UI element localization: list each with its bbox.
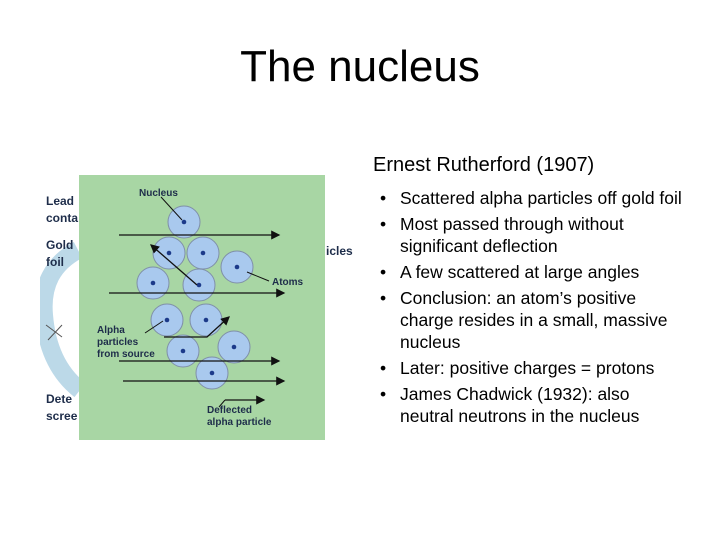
bullet-item: • Most passed through without significan… [373, 213, 683, 257]
bullet-item: • A few scattered at large angles [373, 261, 683, 283]
leader-line-nucleus [160, 196, 183, 221]
nucleus-dot [150, 280, 156, 286]
label-nucleus: Nucleus [139, 188, 178, 199]
bullet-text: Scattered alpha particles off gold foil [400, 188, 682, 208]
bullet-symbol: • [380, 384, 387, 404]
label-detection: Dete [46, 392, 72, 406]
nucleus-dot [180, 348, 186, 354]
bullet-list: • Scattered alpha particles off gold foi… [373, 183, 683, 427]
bullet-symbol: • [380, 262, 387, 282]
bullet-item: • Later: positive charges = protons [373, 357, 683, 379]
alpha-path [164, 316, 230, 338]
nucleus-dot [200, 250, 206, 256]
bullet-symbol: • [380, 214, 387, 234]
label-alpha-2: particles [97, 337, 139, 348]
label-alpha-3: from source [97, 349, 155, 360]
bullet-item: • Scattered alpha particles off gold foi… [373, 187, 683, 209]
label-atoms: Atoms [272, 277, 304, 288]
nucleus-dot [181, 219, 187, 225]
nucleus-dot [203, 317, 209, 323]
label-alpha-1: Alpha [97, 325, 125, 336]
label-gold: Gold [46, 238, 73, 252]
subtitle: Ernest Rutherford (1907) [373, 154, 595, 176]
detector-screen-ring [40, 242, 86, 398]
label-particles: icles [326, 244, 353, 258]
alpha-scattering-diagram: Nucleus Atoms Alpha particles from sourc… [79, 175, 325, 440]
nucleus-dot [164, 317, 170, 323]
alpha-path [150, 244, 198, 286]
slide-title: The nucleus [240, 42, 480, 91]
bullet-symbol: • [380, 188, 387, 208]
label-lead: Lead [46, 194, 74, 208]
leader-line-deflected [218, 399, 226, 408]
label-foil: foil [46, 255, 64, 269]
nucleus-dot [234, 264, 240, 270]
bullet-text: James Chadwick (1932): also neutral neut… [400, 384, 640, 426]
nucleus-dot [231, 344, 237, 350]
bullet-symbol: • [380, 358, 387, 378]
bullet-symbol: • [380, 288, 387, 308]
apparatus-diagram-background: Lead conta Gold foil Dete scree icles [40, 175, 360, 445]
leader-line-atoms [246, 271, 270, 282]
screen-hatch [47, 324, 63, 341]
bullet-item: • Conclusion: an atom’s positive charge … [373, 287, 683, 353]
nucleus-dot [196, 282, 202, 288]
label-deflected-1: Deflected [207, 405, 252, 416]
label-screen: scree [46, 409, 78, 423]
label-deflected-2: alpha particle [207, 417, 272, 428]
label-container: conta [46, 211, 78, 225]
leader-line-alpha [144, 320, 164, 334]
bullet-text: Most passed through without significant … [400, 214, 624, 256]
bullet-item: • James Chadwick (1932): also neutral ne… [373, 383, 683, 427]
bullet-text: A few scattered at large angles [400, 262, 640, 282]
screen-hatch [45, 324, 63, 338]
bullet-text: Later: positive charges = protons [400, 358, 655, 378]
bullet-text: Conclusion: an atom’s positive charge re… [400, 288, 668, 352]
nucleus-dot [166, 250, 172, 256]
nucleus-dot [209, 370, 215, 376]
